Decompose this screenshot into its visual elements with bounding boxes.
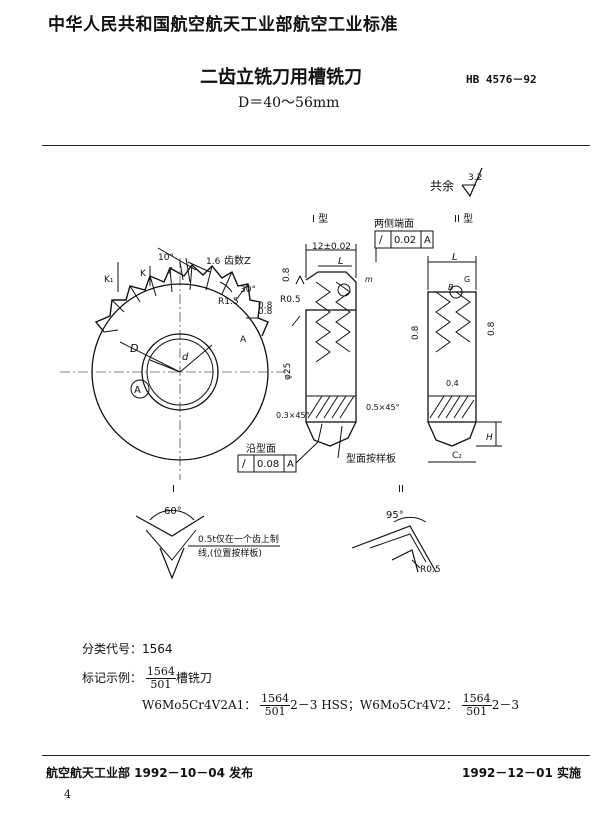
roughness-1-6: 1.6 (206, 257, 221, 267)
standard-header: 中华人民共和国航空航天工业部航空工业标准 (48, 15, 398, 35)
teeth-count: 齿数Z (224, 254, 251, 267)
type-I-label: I 型 (312, 212, 328, 225)
chamfer-0-5: 0.5×45° (366, 403, 400, 412)
tol-1-symbol: / (379, 233, 383, 246)
label-10deg: 10° (158, 253, 174, 263)
profile-face-label: 沿型面 (246, 442, 276, 455)
document-title: 二齿立铣刀用槽铣刀 (200, 67, 362, 88)
dim-m: m (365, 275, 373, 284)
detail-II-angle: 95° (386, 510, 404, 521)
issue-date: 航空航天工业部 1992－10－04 发布 (46, 766, 254, 780)
dim-H: H (486, 433, 493, 443)
dim-L: L (338, 256, 344, 267)
detail-I-angle: 60° (164, 506, 182, 517)
detail-I-note-1: 0.5t仅在一个齿上制 (198, 533, 279, 545)
two-side-faces-label: 两侧端面 (374, 217, 414, 230)
surface-roughness-symbol: 共余 3.2 (430, 167, 483, 198)
detail-I-note-2: 线,(位置按样板) (198, 547, 262, 559)
detail-II (351, 516, 437, 573)
profile-template-label: 型面按样板 (346, 452, 396, 465)
label-K1: K₁ (104, 275, 114, 285)
label-D: D (130, 342, 138, 355)
tol-2-symbol: / (242, 457, 246, 470)
roughness-0-8-e: 0.8 (487, 321, 497, 336)
label-d: d (182, 352, 189, 363)
type-II-label: II 型 (454, 212, 473, 225)
section-type-II (427, 256, 502, 463)
tol-1-value: 0.02 (394, 235, 416, 246)
detail-II-radius: R0.5 (420, 565, 441, 575)
tol-1-datum: A (424, 235, 431, 246)
tolerance-frame-1 (374, 230, 434, 262)
roughness-0-8-c: 0.8 (258, 307, 273, 317)
dim-B: B (448, 283, 454, 292)
cutter-front-view (60, 258, 290, 480)
label-A-2: A (240, 335, 247, 345)
classification-line: 分类代号：1564 (82, 642, 173, 656)
page-number: 4 (64, 788, 71, 801)
label-K: K (140, 269, 147, 279)
section-type-I (291, 244, 357, 447)
dim-G: G (464, 275, 470, 284)
detail-I (135, 509, 280, 580)
dim-12-tolerance: 12±0.02 (312, 242, 351, 252)
bottom-rule (42, 755, 590, 756)
label-f: f (168, 267, 173, 277)
svg-text:3.2: 3.2 (468, 173, 482, 183)
label-A: A (134, 385, 141, 396)
tooth-dimensions (117, 247, 233, 293)
chamfer-0-3: 0.3×45° (276, 411, 310, 420)
dim-L-2: L (452, 252, 458, 263)
label-30deg: 30° (240, 285, 256, 295)
top-rule (42, 145, 590, 146)
label-R0-5: R0.5 (280, 295, 301, 305)
detail-I-label: I (172, 484, 175, 495)
tol-2-value: 0.08 (257, 459, 279, 470)
dim-0-4: 0.4 (446, 379, 459, 388)
svg-text:共余: 共余 (430, 178, 454, 193)
roughness-0-8-d: 0.8 (411, 325, 421, 340)
dim-phi25: φ25 (283, 363, 293, 380)
effective-date: 1992－12－01 实施 (462, 766, 581, 780)
dim-C2: C₂ (452, 451, 462, 461)
label-R1-5: R1.5 (218, 297, 239, 307)
detail-II-label: II (398, 484, 404, 495)
diameter-range: D＝40～56mm (238, 95, 340, 111)
roughness-0-8-b: 0.8 (282, 267, 292, 282)
roughness-0-8-a: 0.8 (258, 301, 273, 311)
standard-number: HB 4576－92 (466, 73, 537, 86)
tol-2-datum: A (287, 459, 294, 470)
tolerance-frame-2 (237, 423, 343, 473)
